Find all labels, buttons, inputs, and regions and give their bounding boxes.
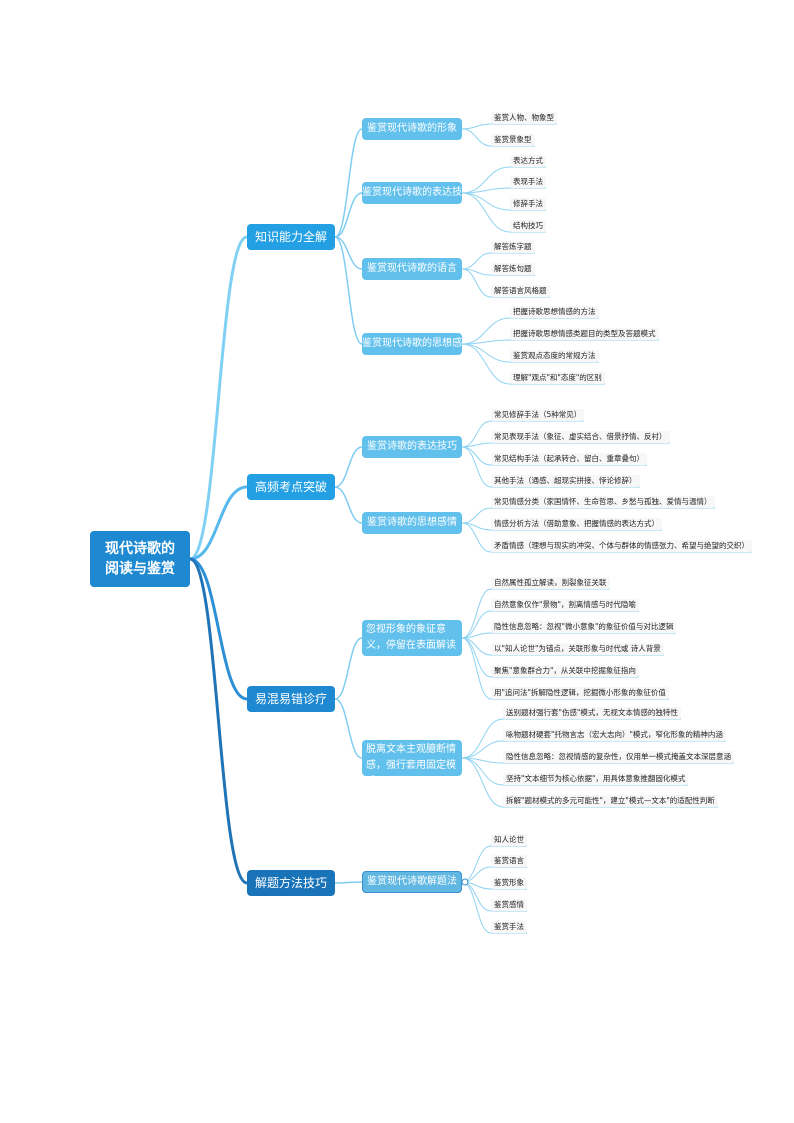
topic-leaf-connector	[461, 610, 492, 639]
topic-leaf-connector	[461, 128, 492, 147]
leaf-item[interactable]: 自然属性孤立解读，割裂象征关联	[491, 577, 610, 589]
topic-leaf-connector	[461, 446, 492, 466]
leaf-item[interactable]: 鉴赏感情	[491, 899, 527, 911]
leaf-item[interactable]: 鉴赏人物、物象型	[491, 112, 557, 124]
leaf-item[interactable]: 坚持"文本细节为核心依据"，用具体意象推翻固化模式	[503, 773, 689, 785]
branch-knowledge-ability[interactable]: 知识能力全解	[247, 224, 335, 250]
leaf-item[interactable]: 解答炼句题	[491, 263, 535, 275]
topic-leaf-connector	[461, 343, 511, 363]
leaf-item[interactable]: 隐性信息忽略：忽视情感的复杂性，仅用单一模式掩盖文本深层意涵	[503, 751, 734, 763]
topic-poem-expression-skills[interactable]: 鉴赏诗歌的表达技巧	[362, 436, 462, 458]
topic-thoughts-emotions[interactable]: 鉴赏现代诗歌的思想感情	[362, 333, 462, 355]
leaf-item[interactable]: 结构技巧	[510, 220, 546, 232]
topic-leaf-connector	[461, 123, 492, 130]
topic-leaf-connector	[461, 252, 492, 270]
leaf-item[interactable]: 以"知人论世"为锚点，关联形象与时代或 诗人背景	[491, 643, 664, 655]
topic-leaf-connector	[461, 881, 492, 934]
leaf-item[interactable]: 其他手法（通感、超现实拼接、悖论修辞）	[491, 475, 640, 487]
branch-topic-connector	[334, 236, 363, 345]
topic-ignoring-symbolism[interactable]: 忽视形象的象征意义，停留在表面解读	[362, 620, 462, 656]
topic-leaf-connector	[461, 588, 492, 639]
topic-leaf-connector	[461, 192, 511, 211]
leaf-item[interactable]: 把握诗歌思想情感的方法	[510, 306, 599, 318]
leaf-item[interactable]: 表现手法	[510, 176, 546, 188]
topic-solving-method[interactable]: 鉴赏现代诗歌解题法	[362, 871, 462, 893]
leaf-item[interactable]: 知人论世	[491, 834, 527, 846]
leaf-item[interactable]: 常见情感分类（家国情怀、生命哲思、乡愁与孤独、爱情与温情）	[491, 496, 715, 508]
branch-topic-connector	[334, 637, 363, 700]
leaf-item[interactable]: 送别题材强行套"伤感"模式，无视文本情感的独特性	[503, 707, 681, 719]
topic-leaf-connector	[461, 507, 492, 524]
topic-subjective-emotion[interactable]: 脱离文本主观臆断情感，强行套用固定模式	[362, 740, 462, 776]
branch-high-frequency-points[interactable]: 高频考点突破	[247, 474, 335, 500]
leaf-item[interactable]: 用"追问法"拆解隐性逻辑，挖掘微小形象的象征价值	[491, 687, 669, 699]
branch-topic-connector	[334, 192, 363, 238]
topic-leaf-connector	[461, 442, 492, 448]
topic-leaf-connector	[461, 166, 511, 194]
collapse-toggle-icon[interactable]	[461, 878, 469, 886]
root-branch-connector	[189, 557, 248, 885]
leaf-item[interactable]: 咏物题材硬套"托物言志（宏大志向）"模式，窄化形象的精神内涵	[503, 729, 726, 741]
topic-leaf-connector	[461, 339, 511, 345]
topic-image-appreciation[interactable]: 鉴赏现代诗歌的形象	[362, 118, 462, 140]
leaf-item[interactable]: 隐性信息忽略：忽视"微小意象"的象征价值与对比逻辑	[491, 621, 677, 633]
leaf-item[interactable]: 鉴赏手法	[491, 921, 527, 933]
branch-topic-connector	[334, 486, 363, 524]
root-branch-connector	[189, 235, 248, 561]
topic-leaf-connector	[461, 845, 492, 883]
topic-leaf-connector	[461, 343, 511, 385]
leaf-item[interactable]: 鉴赏形象	[491, 877, 527, 889]
leaf-item[interactable]: 自然意象仅作"景物"，割离情感与时代隐喻	[491, 599, 639, 611]
branch-topic-connector	[334, 881, 363, 884]
topic-leaf-connector	[461, 192, 511, 233]
leaf-item[interactable]: 鉴赏观点态度的常规方法	[510, 350, 599, 362]
leaf-item[interactable]: 修辞手法	[510, 198, 546, 210]
leaf-item[interactable]: 解答语言风格题	[491, 285, 550, 297]
leaf-item[interactable]: 常见表现手法（象征、虚实结合、借景抒情、反衬）	[491, 431, 670, 443]
branch-topic-connector	[334, 128, 363, 238]
branch-topic-connector	[334, 446, 363, 488]
leaf-item[interactable]: 常见修辞手法（5种常见）	[491, 409, 585, 421]
leaf-item[interactable]: 拆解"题材模式的多元可能性"，建立"模式—文本"的适配性判断	[503, 795, 718, 807]
root-branch-connector	[189, 557, 248, 701]
leaf-item[interactable]: 解答炼字题	[491, 241, 535, 253]
topic-leaf-connector	[461, 522, 492, 553]
leaf-item[interactable]: 鉴赏景象型	[491, 134, 535, 146]
topic-expression-skills[interactable]: 鉴赏现代诗歌的表达技巧	[362, 182, 462, 204]
topic-poem-thoughts-emotions[interactable]: 鉴赏诗歌的思想感情	[362, 512, 462, 534]
topic-leaf-connector	[461, 637, 492, 700]
root-topic[interactable]: 现代诗歌的 阅读与鉴赏	[90, 531, 190, 587]
leaf-item[interactable]: 理解"观点"和"态度"的区别	[510, 372, 605, 384]
topic-leaf-connector	[461, 420, 492, 448]
topic-leaf-connector	[461, 317, 511, 345]
topic-leaf-connector	[461, 268, 492, 298]
topic-leaf-connector	[461, 740, 504, 759]
root-branch-connector	[189, 485, 248, 561]
branch-solving-methods[interactable]: 解题方法技巧	[247, 870, 335, 896]
leaf-item[interactable]: 鉴赏语言	[491, 855, 527, 867]
branch-common-mistakes[interactable]: 易混易错诊疗	[247, 686, 335, 712]
topic-leaf-connector	[461, 718, 504, 759]
leaf-item[interactable]: 把握诗歌思想情感类题目的类型及答题模式	[510, 328, 659, 340]
leaf-item[interactable]: 常见结构手法（起承转合、留白、重章叠句）	[491, 453, 647, 465]
topic-leaf-connector	[461, 757, 504, 808]
leaf-item[interactable]: 聚焦"意象群合力"，从关联中挖掘象征指向	[491, 665, 639, 677]
branch-topic-connector	[334, 698, 363, 759]
topic-leaf-connector	[461, 757, 504, 786]
leaf-item[interactable]: 表达方式	[510, 155, 546, 167]
topic-leaf-connector	[461, 637, 492, 678]
leaf-item[interactable]: 矛盾情感（理想与现实的冲突、个体与群体的情感张力、希望与绝望的交织）	[491, 540, 752, 552]
leaf-item[interactable]: 情感分析方法（借助意象、把握情感的表达方式）	[491, 518, 662, 530]
topic-leaf-connector	[461, 446, 492, 488]
topic-language[interactable]: 鉴赏现代诗歌的语言	[362, 258, 462, 280]
